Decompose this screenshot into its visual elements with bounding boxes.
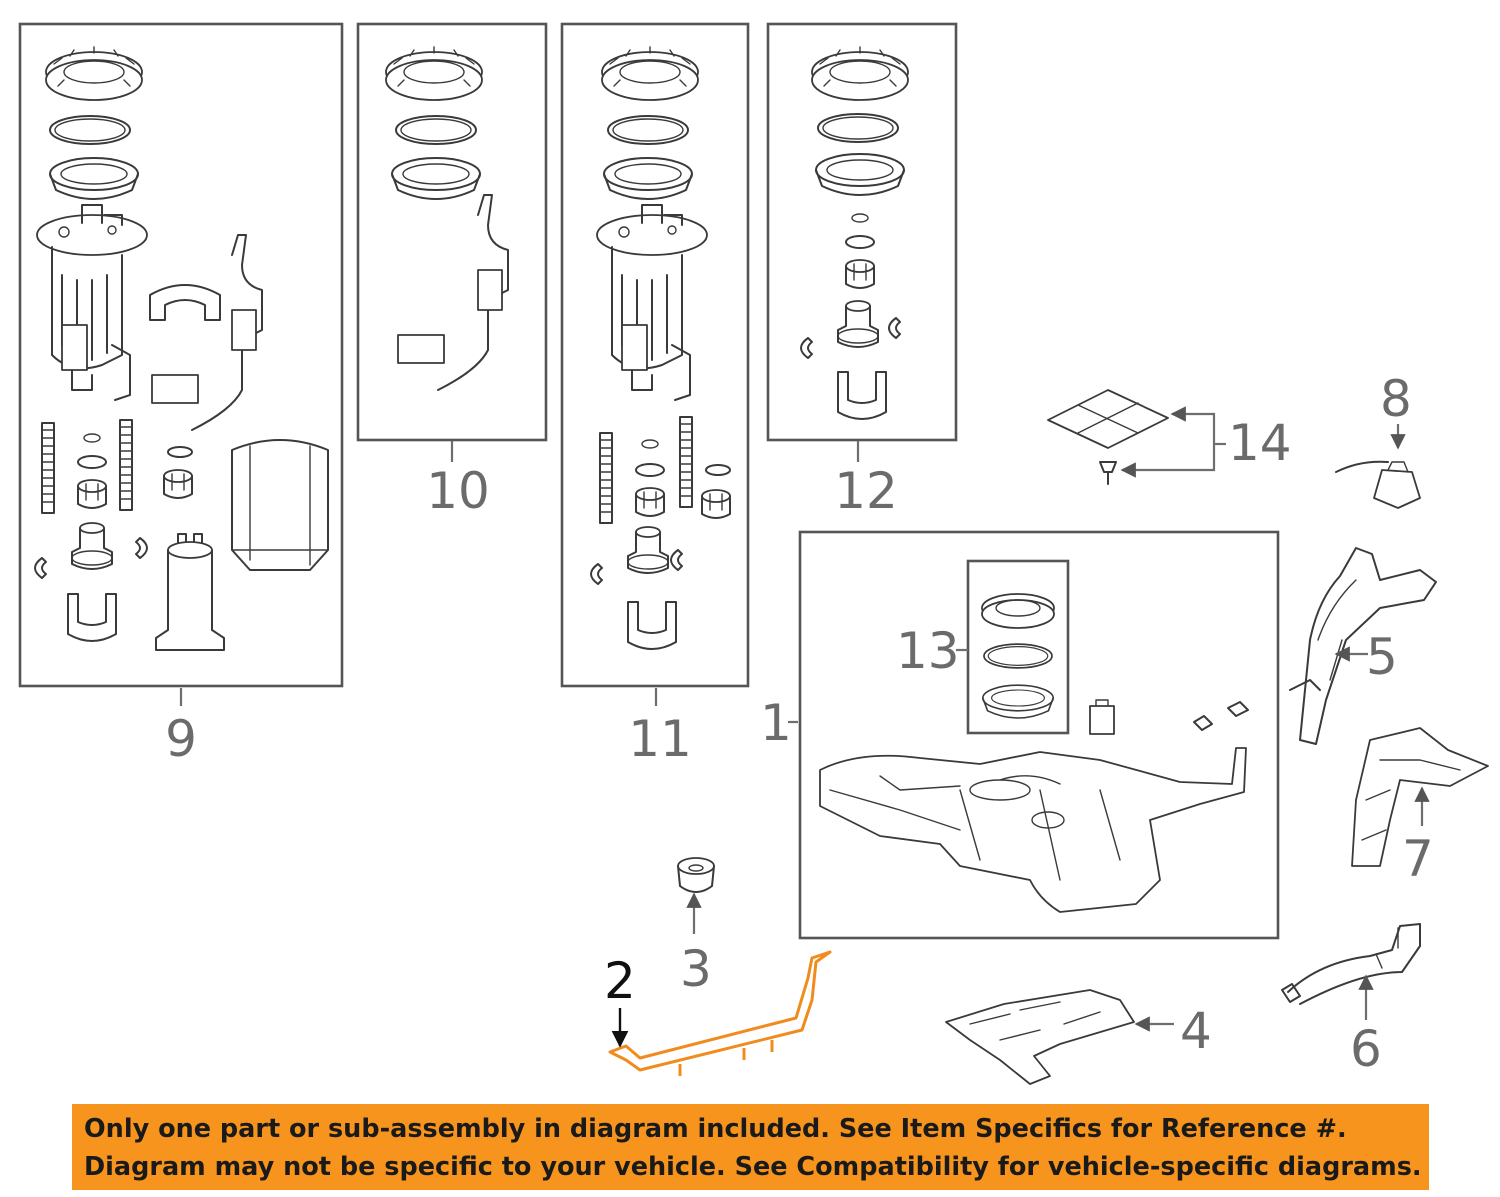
assembly-box-10	[356, 22, 548, 442]
callout-3: 3	[680, 940, 712, 998]
callout-8: 8	[1380, 370, 1412, 428]
assembly-box-11	[560, 22, 750, 688]
callout-14: 14	[1228, 414, 1292, 472]
disclaimer-line-2: Diagram may not be specific to your vehi…	[84, 1152, 1422, 1182]
disclaimer-banner: Only one part or sub-assembly in diagram…	[72, 1104, 1429, 1190]
disclaimer-line-1: Only one part or sub-assembly in diagram…	[84, 1114, 1347, 1144]
part-3-insulator	[677, 857, 715, 893]
part-4-heat-shield	[945, 989, 1135, 1085]
fuel-system-parts-diagram: 9 10 11	[18, 22, 1489, 1085]
assembly-box-12	[766, 22, 958, 442]
callout-7: 7	[1402, 830, 1434, 888]
part-2-fuel-tank-strap	[608, 950, 832, 1076]
part-7-filler-pipe-shield	[1351, 727, 1489, 867]
part-8-fuel-filler-door-housing	[1335, 460, 1421, 509]
callout-12: 12	[834, 462, 898, 520]
callout-6: 6	[1350, 1020, 1382, 1078]
part-5-filler-neck-pipe	[1289, 547, 1437, 745]
callout-5: 5	[1366, 628, 1398, 686]
assembly-box-9	[18, 22, 344, 688]
callout-11: 11	[628, 710, 692, 768]
callout-10: 10	[426, 462, 490, 520]
callout-2: 2	[604, 952, 636, 1010]
assembly-box-1-fuel-tank	[798, 530, 1280, 940]
callout-9: 9	[165, 710, 197, 768]
callout-4: 4	[1180, 1002, 1212, 1060]
part-6-breather-hose	[1281, 923, 1421, 1005]
callout-1: 1	[760, 694, 792, 752]
callout-13: 13	[896, 622, 960, 680]
